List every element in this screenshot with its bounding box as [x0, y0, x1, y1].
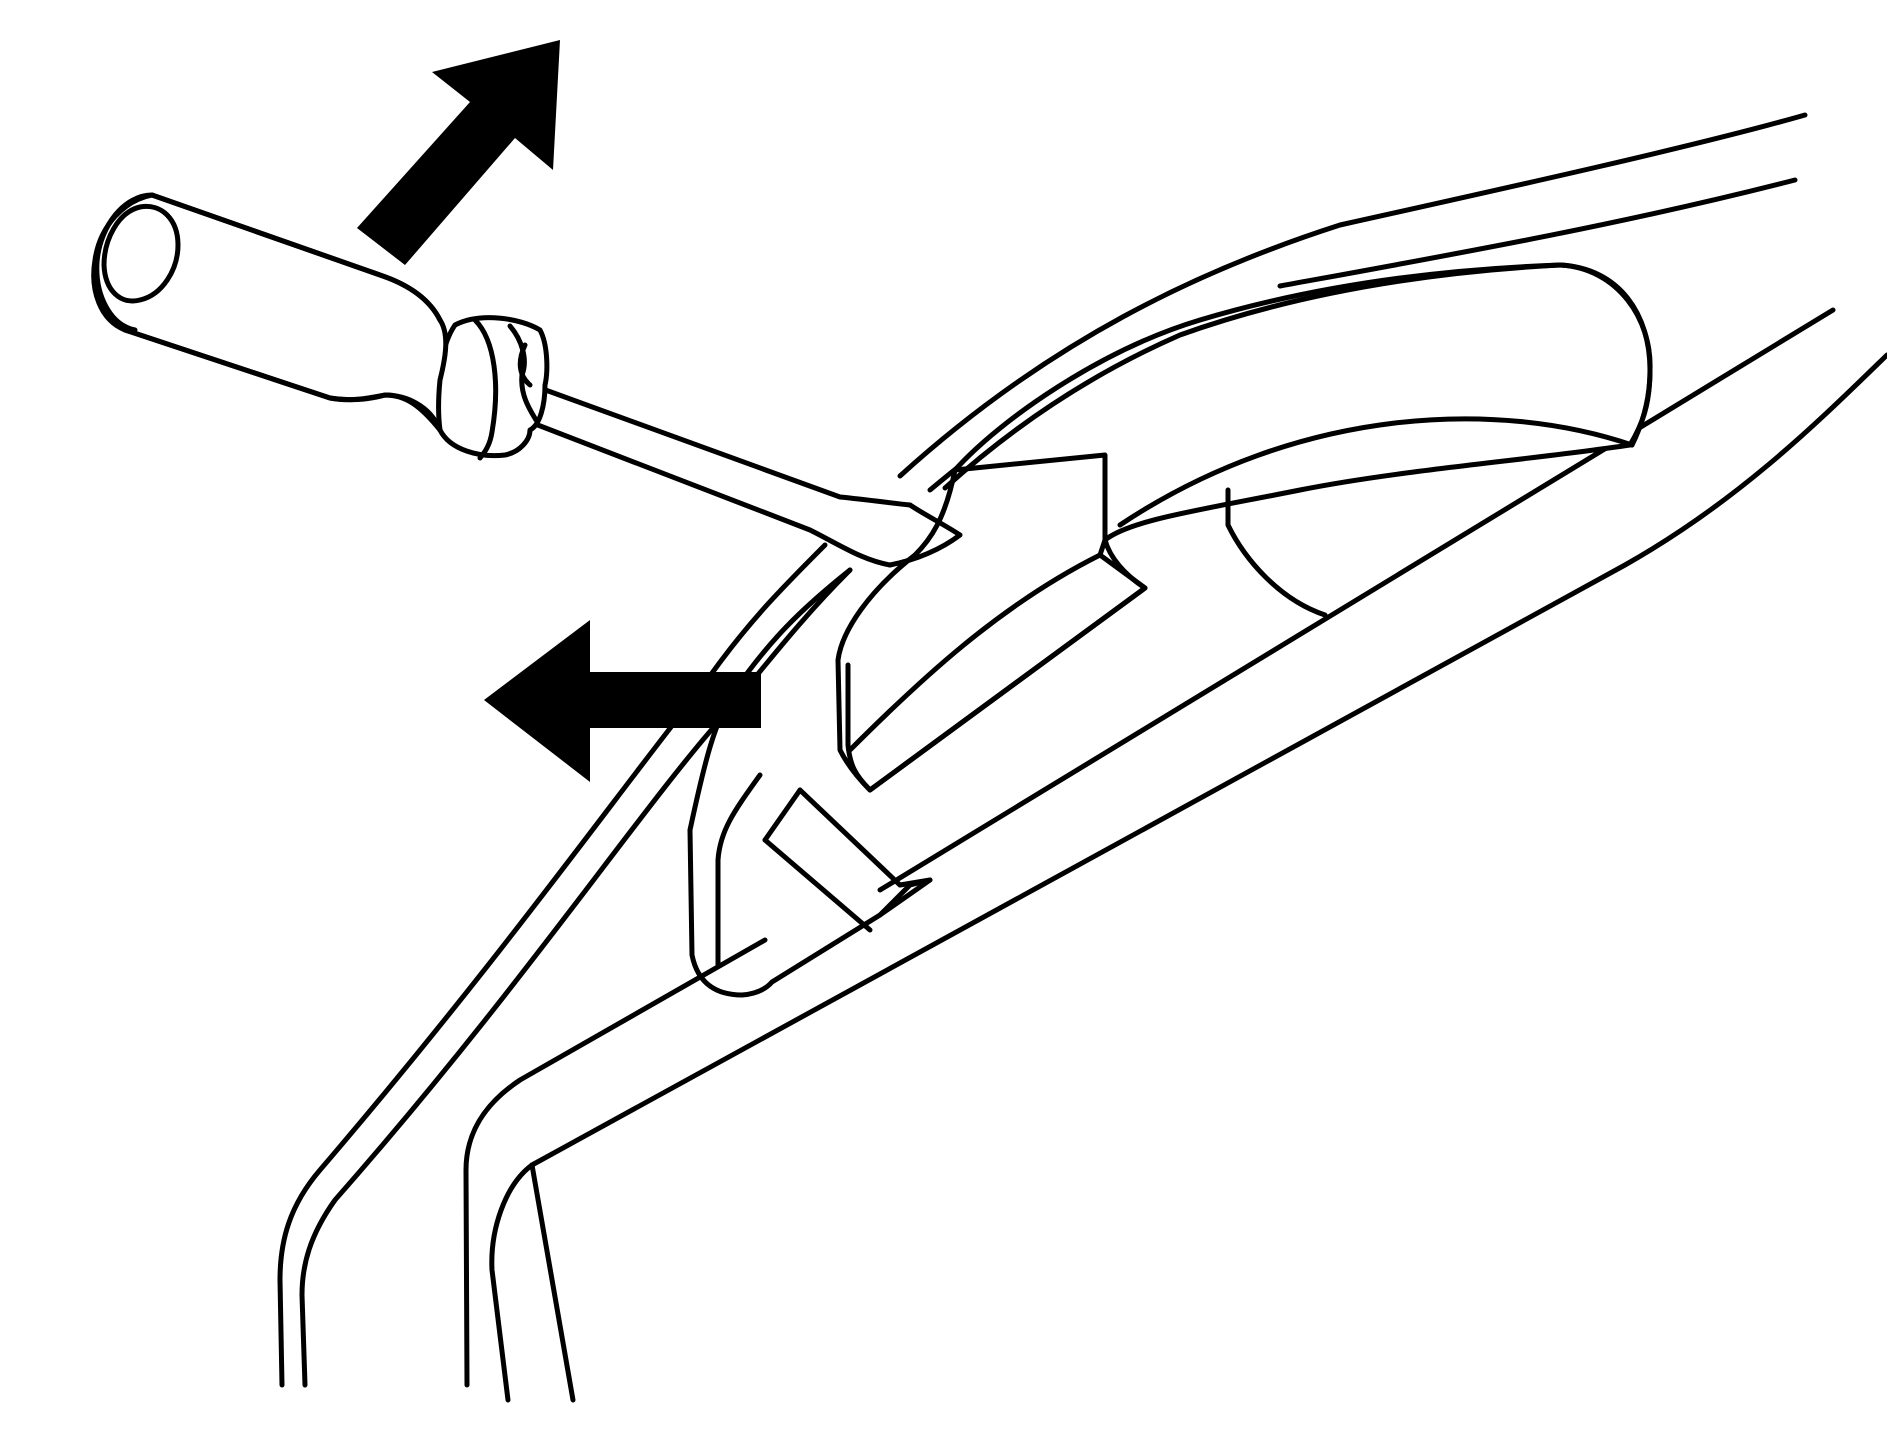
clip-bracket-1: [797, 787, 903, 888]
pillar: [277, 542, 853, 1388]
direction-arrows: [357, 40, 761, 782]
screwdriver-handle-top-edge: [149, 192, 443, 323]
screwdriver-collar-ring-3: [517, 342, 533, 388]
trim-tab: [845, 452, 1148, 793]
clip-bracket-2: [762, 837, 873, 933]
screwdriver: [91, 192, 963, 568]
belt-line-upper: [877, 307, 1836, 893]
lower-panel: [687, 567, 933, 998]
screwdriver-collar-ring-1: [472, 317, 499, 461]
screwdriver-icon: [91, 192, 963, 568]
screwdriver-shaft-top: [537, 385, 913, 508]
door-frame-inner-2: [529, 1162, 576, 1403]
belt-line-lower: [529, 352, 1887, 1168]
frame-top-line-2: [1277, 177, 1798, 289]
screwdriver-handle-end: [94, 192, 155, 333]
trim-tab-inner: [847, 552, 1103, 753]
door-frame-outer: [463, 937, 768, 1388]
frame-top-line-1: [897, 112, 1808, 479]
arrow-up-right-icon: [357, 40, 560, 265]
lower-panel-inner: [715, 772, 763, 968]
clip-bracket-3: [762, 787, 803, 843]
trim-panel-top-curve: [942, 262, 1563, 491]
window-frame: [463, 112, 1887, 1403]
trim-panel-under-curve: [1117, 416, 1635, 528]
trim-panel-inner-arc: [1225, 487, 1328, 618]
screwdriver-handle-bottom-edge: [122, 327, 443, 433]
pillar-edge-inner: [299, 567, 853, 1388]
trim-panel-end-cap: [1557, 262, 1653, 448]
screwdriver-shaft-bottom: [527, 419, 893, 568]
trim-panel-body: [835, 262, 1653, 793]
door-frame-inner-1: [489, 1162, 535, 1403]
arrow-left-icon: [484, 620, 761, 782]
pillar-edge-outer: [277, 542, 828, 1388]
screwdriver-tip: [887, 502, 963, 568]
clip-bracket-4: [877, 877, 933, 918]
trim-panel: [687, 262, 1653, 998]
screwdriver-handle-end-inner: [101, 203, 181, 304]
